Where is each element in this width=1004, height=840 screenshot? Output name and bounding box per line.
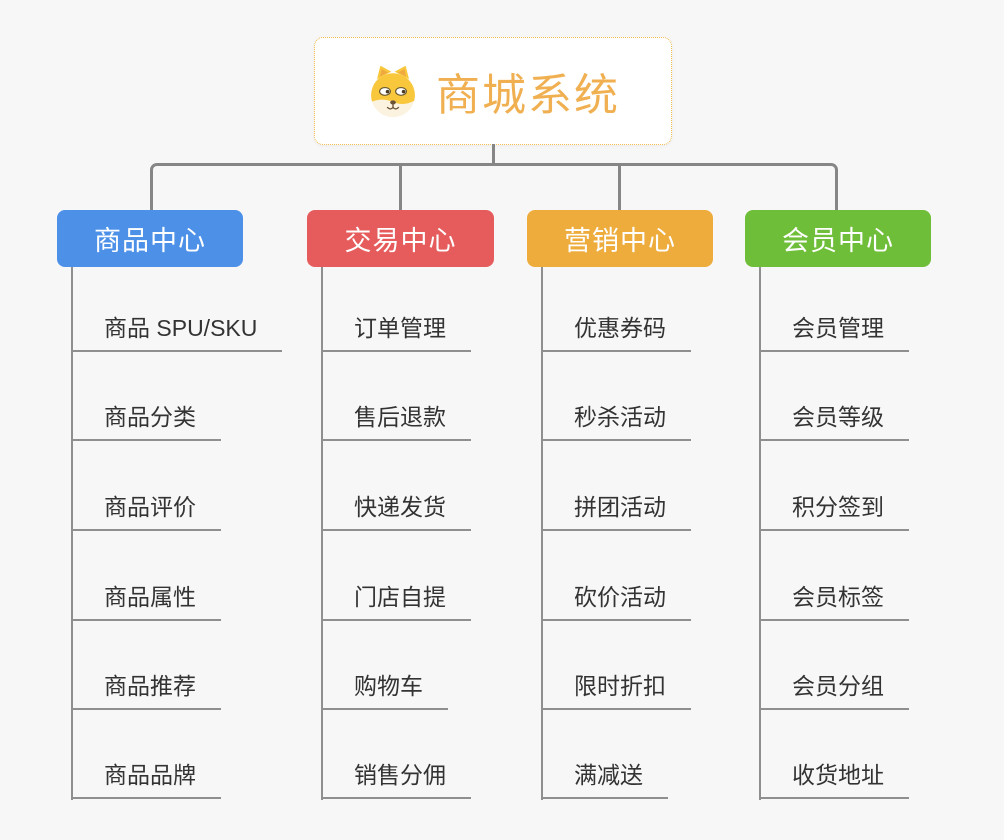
topic-item[interactable]: 商品 SPU/SKU: [71, 314, 283, 352]
topic-item[interactable]: 会员标签: [759, 583, 909, 621]
connector-drop-marketing: [618, 163, 621, 210]
topic-item[interactable]: 商品评价: [71, 493, 221, 531]
topic-item[interactable]: 商品推荐: [71, 672, 221, 710]
root-topic[interactable]: 商城系统: [314, 37, 672, 145]
topic-item[interactable]: 商品分类: [71, 403, 221, 441]
topic-item[interactable]: 限时折扣: [541, 672, 691, 710]
connector-rail: [150, 163, 838, 210]
connector-drop-trade: [399, 163, 402, 210]
topic-item[interactable]: 拼团活动: [541, 493, 691, 531]
topic-item[interactable]: 积分签到: [759, 493, 909, 531]
topic-item[interactable]: 会员分组: [759, 672, 909, 710]
dog-face-icon: [371, 65, 415, 118]
branch-line: [541, 267, 543, 800]
topic-item[interactable]: 满减送: [541, 761, 668, 799]
branch-header-member-center[interactable]: 会员中心: [745, 210, 931, 267]
root-title: 商城系统: [436, 71, 620, 120]
branch-line: [71, 267, 73, 800]
topic-item[interactable]: 订单管理: [321, 314, 471, 352]
branch-header-trade-center[interactable]: 交易中心: [307, 210, 494, 267]
topic-item[interactable]: 优惠券码: [541, 314, 691, 352]
topic-item[interactable]: 商品品牌: [71, 761, 221, 799]
branch-header-product-center[interactable]: 商品中心: [57, 210, 243, 267]
topic-item[interactable]: 商品属性: [71, 583, 221, 621]
topic-item[interactable]: 购物车: [321, 672, 448, 710]
topic-item[interactable]: 销售分佣: [321, 761, 471, 799]
topic-item[interactable]: 售后退款: [321, 403, 471, 441]
branch-line: [321, 267, 323, 800]
branch-line: [759, 267, 761, 800]
root-connector-stem: [492, 144, 495, 165]
topic-item[interactable]: 秒杀活动: [541, 403, 691, 441]
topic-item[interactable]: 砍价活动: [541, 583, 691, 621]
topic-item[interactable]: 门店自提: [321, 583, 471, 621]
topic-item[interactable]: 会员等级: [759, 403, 909, 441]
topic-item[interactable]: 快递发货: [321, 493, 471, 531]
topic-item[interactable]: 收货地址: [759, 761, 909, 799]
branch-header-marketing-center[interactable]: 营销中心: [527, 210, 713, 267]
topic-item[interactable]: 会员管理: [759, 314, 909, 352]
